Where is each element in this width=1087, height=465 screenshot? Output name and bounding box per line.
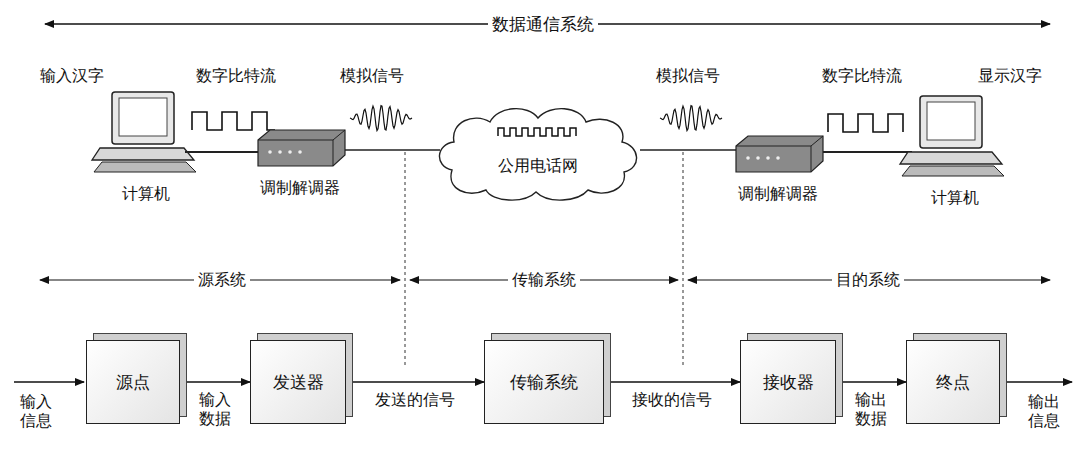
section-label: 目的系统	[832, 270, 904, 289]
edge-label: 输入数据	[198, 390, 232, 428]
bitstream-wave	[192, 112, 275, 130]
section-label: 传输系统	[508, 270, 580, 289]
node-text: 发送器	[267, 371, 330, 394]
bitstream-wave	[828, 114, 903, 132]
modem-icon	[258, 130, 345, 166]
cloud-outline	[432, 100, 644, 204]
part-label: 数字比特流	[822, 66, 902, 85]
boundary-line	[683, 152, 684, 368]
modem-icon	[736, 136, 823, 172]
cable	[185, 151, 258, 153]
phone-line	[345, 149, 440, 151]
part-label: 输入信息	[19, 392, 53, 430]
node-text: 源点	[110, 371, 156, 394]
edge-label: 输出数据	[854, 390, 888, 428]
signal-arrow	[836, 381, 906, 382]
analog-wave	[350, 106, 412, 131]
process-box: 源点	[86, 340, 180, 424]
process-box: 发送器	[250, 340, 346, 424]
diagram-title: 数据通信系统	[488, 14, 598, 34]
part-label: 输出信息	[1027, 392, 1061, 430]
part-label: 模拟信号	[340, 66, 404, 85]
signal-arrow	[604, 381, 740, 382]
input-arrow	[14, 381, 84, 382]
process-box: 终点	[906, 340, 1000, 424]
part-label: 调制解调器	[738, 184, 818, 203]
output-arrow	[1002, 381, 1072, 382]
edge-label: 发送的信号	[375, 390, 455, 409]
analog-wave	[660, 106, 722, 131]
section-label: 源系统	[194, 270, 250, 289]
part-label: 计算机	[931, 188, 979, 207]
cable	[823, 151, 912, 153]
part-label: 数字比特流	[196, 66, 276, 85]
computer-icon	[900, 96, 1004, 176]
node-text: 公用电话网	[492, 156, 584, 177]
boundary-line	[405, 152, 406, 368]
node-text: 终点	[930, 371, 976, 394]
node-text: 传输系统	[504, 371, 584, 394]
process-box: 传输系统	[484, 340, 604, 424]
network-cloud: 公用电话网	[432, 100, 644, 204]
part-label: 计算机	[122, 184, 170, 203]
edge-label: 接收的信号	[632, 390, 712, 409]
process-box: 接收器	[740, 340, 836, 424]
part-label: 输入汉字	[40, 66, 104, 85]
signal-arrow	[180, 381, 250, 382]
signal-arrow	[346, 381, 484, 382]
part-label: 显示汉字	[978, 66, 1042, 85]
part-label: 调制解调器	[260, 178, 340, 197]
node-text: 接收器	[757, 371, 820, 394]
part-label: 模拟信号	[656, 66, 720, 85]
phone-line	[640, 149, 736, 151]
computer-icon	[92, 92, 196, 172]
